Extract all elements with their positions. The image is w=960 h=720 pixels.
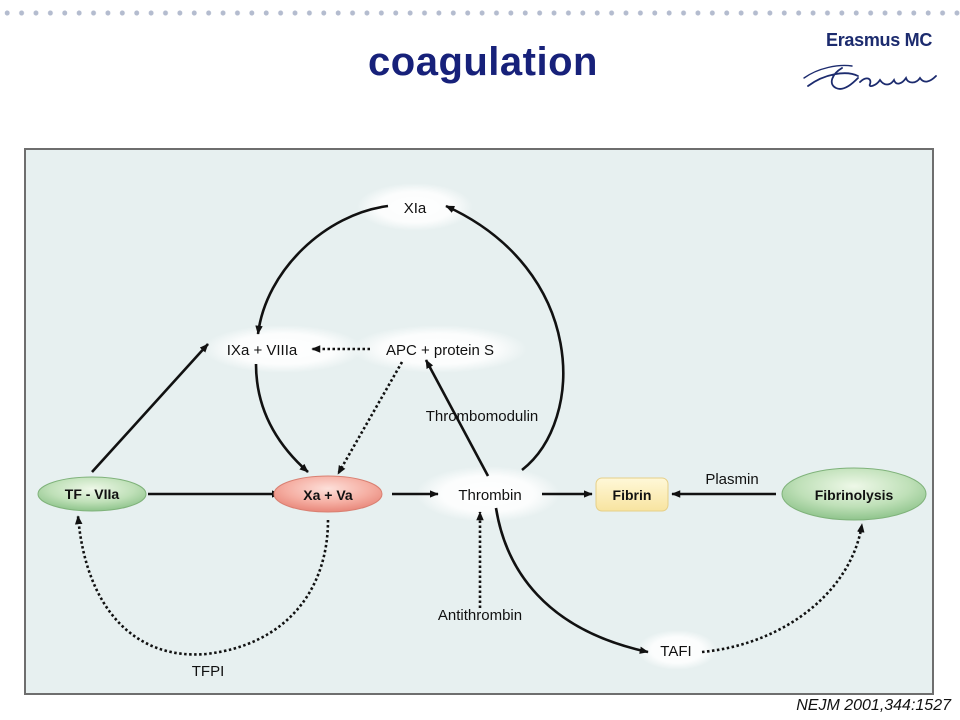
xa-va-label: Xa + Va: [303, 487, 353, 503]
top-dotted-rule: [0, 10, 960, 16]
arrow-ixa-to-xa: [254, 363, 309, 473]
tf-viia-node: [37, 476, 147, 512]
tfpi-label: TFPI: [192, 663, 225, 680]
apc-protein-s-label: APC + protein S: [386, 342, 494, 359]
arrow-xa-to-tf-via-tfpi: [74, 515, 330, 656]
diagram-panel: XIa IXa + VIIIa APC + protein S TF - VII…: [24, 148, 934, 695]
ixa-viiia-glow: [203, 325, 363, 373]
thrombomodulin-label: Thrombomodulin: [426, 408, 539, 425]
xia-glow: [357, 183, 473, 231]
xia-label: XIa: [404, 200, 427, 217]
tafi-glow: [637, 630, 717, 670]
plasmin-label: Plasmin: [705, 471, 758, 488]
antithrombin-label: Antithrombin: [438, 607, 522, 624]
fibrinolysis-label: Fibrinolysis: [815, 487, 894, 503]
arrow-thrombin-to-xia: [445, 204, 565, 472]
fibrin-node: [595, 477, 669, 512]
apc-glow: [351, 325, 527, 373]
tf-viia-label: TF - VIIa: [65, 486, 120, 502]
coagulation-cascade-diagram: XIa IXa + VIIIa APC + protein S TF - VII…: [37, 183, 927, 680]
arrow-thrombomodulin-to-apc: [424, 359, 490, 477]
logo-text: Erasmus MC: [826, 30, 933, 50]
fibrinolysis-node: [781, 467, 927, 521]
arrow-xia-to-ixa: [255, 204, 389, 335]
arrow-tf-to-ixa: [91, 343, 209, 473]
erasmus-mc-logo: Erasmus MC: [798, 26, 948, 96]
ixa-viiia-label: IXa + VIIIa: [227, 342, 298, 359]
signature-icon: [803, 64, 937, 90]
citation: NEJM 2001,344:1527: [796, 697, 951, 714]
arrow-tafi-to-fibrinolysis: [701, 523, 865, 654]
tafi-label: TAFI: [660, 643, 691, 660]
arrow-thrombin-to-tafi: [494, 507, 649, 654]
thrombin-label: Thrombin: [458, 487, 521, 504]
slide-title: coagulation: [368, 40, 598, 84]
thrombin-glow: [416, 466, 560, 522]
arrow-apc-to-xa: [336, 361, 404, 475]
fibrin-label: Fibrin: [613, 487, 652, 503]
xa-va-node: [273, 475, 383, 513]
